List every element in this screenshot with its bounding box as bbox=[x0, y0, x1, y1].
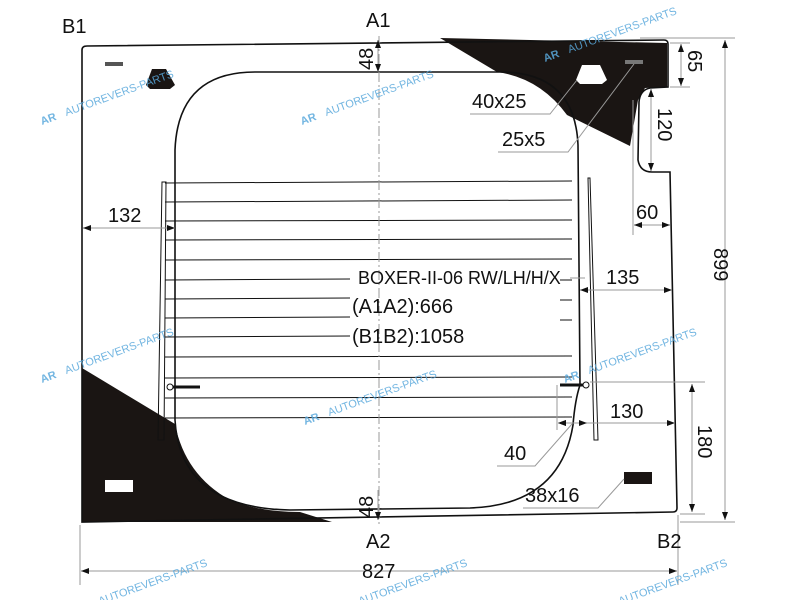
hinge-right bbox=[560, 381, 590, 389]
svg-text:AUTOREVERS-PARTS: AUTOREVERS-PARTS bbox=[617, 557, 729, 600]
dim-overall-width: 827 bbox=[362, 561, 395, 583]
svg-text:AR: AR bbox=[39, 369, 58, 386]
glass-outline bbox=[81, 39, 678, 523]
black-band-top-right bbox=[440, 38, 667, 146]
pad-bottom-left bbox=[105, 480, 133, 492]
part-code: BOXER-II-06 RW/LH/H/X bbox=[358, 268, 561, 288]
svg-text:AR: AR bbox=[542, 48, 561, 65]
dim-notch-width: 60 bbox=[636, 202, 658, 224]
svg-text:AUTOREVERS-PARTS: AUTOREVERS-PARTS bbox=[586, 326, 698, 377]
bracket-size-label: 40x25 bbox=[472, 91, 527, 113]
dim-hinge-width: 40 bbox=[504, 443, 526, 465]
black-band-bottom-left bbox=[82, 368, 332, 522]
dimension-lines bbox=[79, 37, 735, 585]
svg-text:AR: AR bbox=[39, 111, 58, 128]
dim-notch-height: 120 bbox=[653, 108, 675, 141]
point-a1: A1 bbox=[366, 10, 390, 32]
bus-bar-left bbox=[157, 181, 167, 441]
slot-right bbox=[625, 60, 643, 64]
svg-text:AUTOREVERS-PARTS: AUTOREVERS-PARTS bbox=[97, 557, 209, 600]
dim-hinge-offset: 130 bbox=[610, 401, 643, 423]
svg-text:AR: AR bbox=[299, 111, 318, 128]
bus-bar-right bbox=[587, 177, 599, 441]
svg-text:AR: AR bbox=[302, 411, 321, 428]
svg-text:AUTOREVERS-PARTS: AUTOREVERS-PARTS bbox=[326, 368, 438, 419]
point-b1: B1 bbox=[62, 16, 86, 38]
svg-text:AR: AR bbox=[562, 369, 581, 386]
dim-top-margin: 48 bbox=[356, 48, 378, 70]
bracket-right bbox=[576, 65, 607, 84]
svg-text:AUTOREVERS-PARTS: AUTOREVERS-PARTS bbox=[63, 68, 175, 119]
slot-size-label: 25x5 bbox=[502, 129, 545, 151]
heater-lines bbox=[164, 180, 573, 419]
bracket-left bbox=[146, 69, 175, 89]
slot-left bbox=[105, 62, 123, 66]
dim-corner-height: 65 bbox=[683, 50, 705, 72]
a1a2-length: (A1A2):666 bbox=[352, 296, 453, 318]
point-a2: A2 bbox=[366, 531, 390, 553]
pad-bottom-right bbox=[624, 472, 652, 484]
dim-lower-height: 180 bbox=[693, 425, 715, 458]
dim-right-offset: 135 bbox=[606, 267, 639, 289]
b1b2-length: (B1B2):1058 bbox=[352, 326, 464, 348]
point-b2: B2 bbox=[657, 531, 681, 553]
pad-size-label: 38x16 bbox=[525, 485, 580, 507]
dim-left-offset: 132 bbox=[108, 205, 141, 227]
dim-bottom-margin: 48 bbox=[356, 496, 378, 518]
dim-overall-height: 899 bbox=[709, 248, 731, 281]
inner-opening bbox=[174, 71, 581, 511]
hinge-left bbox=[166, 383, 200, 391]
